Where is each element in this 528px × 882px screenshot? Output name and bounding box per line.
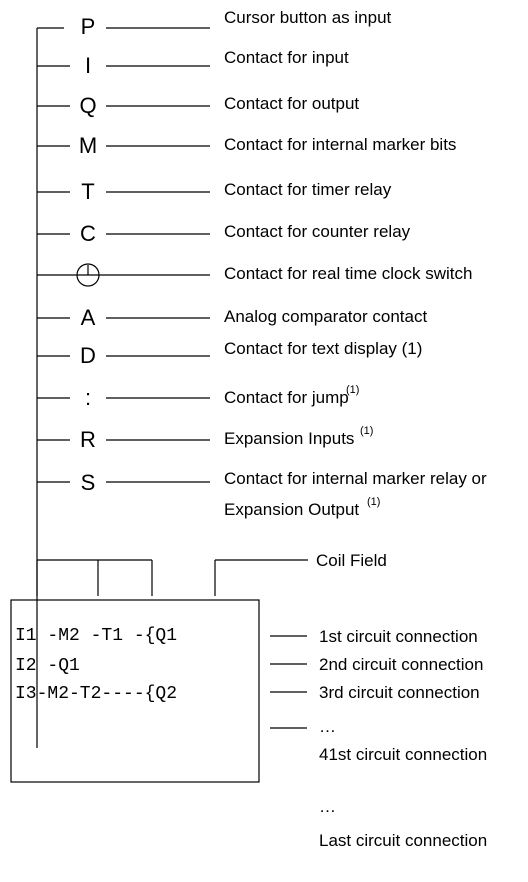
coil-field-bracket: Coil Field: [36, 551, 387, 596]
contact-symbol-c: C: [80, 221, 96, 246]
contact-symbol-q: Q: [79, 93, 96, 118]
contact-symbol-p: P: [81, 14, 96, 39]
contact-symbol-s: S: [81, 470, 96, 495]
contact-label-d: Contact for text display (1): [224, 339, 422, 358]
contact-symbol-jump: :: [85, 385, 91, 410]
contact-row-t: T Contact for timer relay: [37, 179, 392, 204]
contact-symbol-d: D: [80, 343, 96, 368]
connection-41st: 41st circuit connection: [319, 745, 487, 764]
contact-label-jump: Contact for jump: [224, 388, 349, 407]
contact-row-clock: Contact for real time clock switch: [37, 263, 472, 287]
contact-symbol-t: T: [81, 179, 94, 204]
contact-row-s: S Contact for internal marker relay or E…: [37, 469, 487, 519]
coil-field-label: Coil Field: [316, 551, 387, 570]
connection-ellipsis-1: …: [319, 717, 336, 736]
circuit-line-1: I1 -M2 -T1 -{Q1: [15, 626, 177, 646]
contact-label-t: Contact for timer relay: [224, 180, 392, 199]
contact-label-c: Contact for counter relay: [224, 222, 411, 241]
connection-3rd: 3rd circuit connection: [319, 683, 480, 702]
contact-symbol-m: M: [79, 133, 97, 158]
contact-row-jump: : Contact for jump (1): [37, 384, 359, 410]
contact-label-p: Cursor button as input: [224, 8, 392, 27]
footnote-jump: (1): [346, 384, 359, 396]
contact-row-p: P Cursor button as input: [81, 8, 392, 39]
contact-label-r: Expansion Inputs: [224, 429, 354, 448]
footnote-s: (1): [367, 496, 380, 508]
contact-label-q: Contact for output: [224, 94, 359, 113]
contact-symbol-a: A: [81, 305, 96, 330]
contact-row-m: M Contact for internal marker bits: [37, 133, 456, 158]
circuit-line-3: I3-M2-T2----{Q2: [15, 684, 177, 704]
clock-icon: [76, 263, 100, 287]
contact-symbol-r: R: [80, 427, 96, 452]
contact-label-a: Analog comparator contact: [224, 307, 427, 326]
circuit-line-2: I2 -Q1: [15, 656, 80, 676]
contact-label-clock: Contact for real time clock switch: [224, 264, 472, 283]
footnote-r: (1): [360, 425, 373, 437]
connection-last: Last circuit connection: [319, 831, 487, 850]
contact-label-s: Contact for internal marker relay or: [224, 469, 487, 488]
contact-label-i: Contact for input: [224, 48, 349, 67]
contact-row-c: C Contact for counter relay: [37, 221, 411, 246]
connection-ellipsis-2: …: [319, 797, 336, 816]
contact-row-a: A Analog comparator contact: [37, 305, 427, 330]
contact-symbol-i: I: [85, 53, 91, 78]
contact-label-s-line2: Expansion Output: [224, 500, 359, 519]
contact-row-r: R Expansion Inputs (1): [37, 425, 373, 452]
contact-label-m: Contact for internal marker bits: [224, 135, 456, 154]
connection-1st: 1st circuit connection: [319, 627, 478, 646]
connection-2nd: 2nd circuit connection: [319, 655, 483, 674]
contact-row-q: Q Contact for output: [37, 93, 359, 118]
contact-row-d: D Contact for text display (1): [37, 339, 422, 368]
circuit-display-box: I1 -M2 -T1 -{Q1 I2 -Q1 I3-M2-T2----{Q2: [10, 599, 260, 783]
contact-row-i: I Contact for input: [37, 48, 349, 78]
